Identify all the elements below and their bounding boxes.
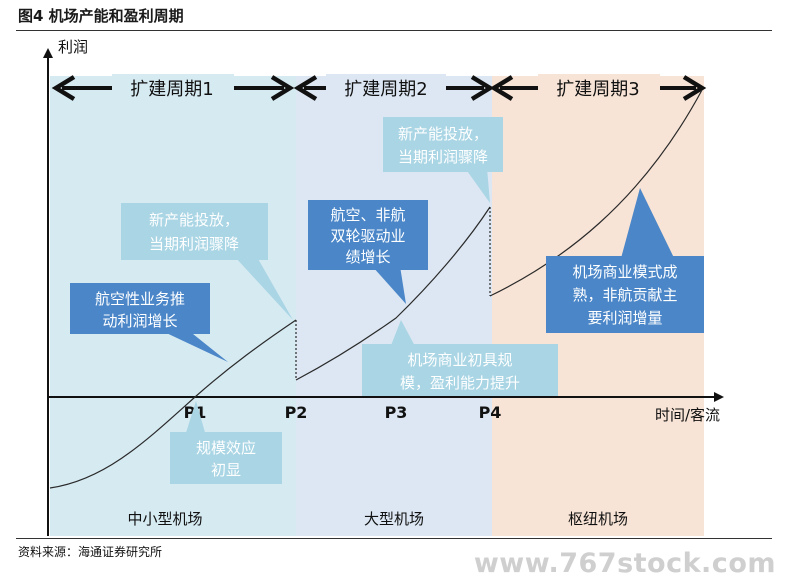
callout-new-capacity-1: 新产能投放， 当期利润骤降	[121, 203, 293, 320]
tick-p4: P4	[479, 403, 502, 422]
callout-mature-model: 机场商业模式成 熟，非航贡献主 要利润增量	[546, 188, 704, 333]
profit-curve	[49, 89, 703, 489]
callout-commercial-model: 机场商业初具规 模，盈利能力提升	[362, 320, 558, 396]
svg-text:机场商业模式成: 机场商业模式成	[572, 263, 677, 281]
curve-segment-1	[49, 319, 297, 489]
top-rule	[16, 30, 772, 31]
svg-text:动利润增长: 动利润增长	[102, 312, 177, 330]
curve-segment-2	[295, 206, 491, 381]
svg-text:机场商业初具规: 机场商业初具规	[407, 351, 512, 369]
callout-scale-effect: 规模效应 初显	[170, 401, 282, 484]
svg-text:初显: 初显	[211, 461, 241, 479]
svg-text:当期利润骤降: 当期利润骤降	[398, 148, 488, 166]
svg-text:规模效应: 规模效应	[196, 439, 256, 457]
zone-label-2: 大型机场	[364, 510, 424, 528]
svg-text:绩增长: 绩增长	[345, 248, 390, 266]
svg-text:熟，非航贡献主: 熟，非航贡献主	[572, 286, 677, 304]
svg-text:新产能投放，: 新产能投放，	[398, 125, 488, 143]
svg-text:新产能投放，: 新产能投放，	[149, 211, 239, 229]
x-axis-label: 时间/客流	[655, 406, 720, 424]
figure-title: 图4 机场产能和盈利周期	[18, 7, 184, 25]
zone-label-3: 枢纽机场	[568, 510, 628, 528]
callout-aviation-growth: 航空性业务推 动利润增长	[70, 283, 228, 362]
period-label-1: 扩建周期1	[130, 79, 213, 100]
curve-segment-3	[489, 89, 703, 297]
period-label-3: 扩建周期3	[556, 79, 639, 100]
tick-p2: P2	[285, 403, 308, 422]
period-arrow-3	[489, 74, 707, 102]
svg-text:模，盈利能力提升: 模，盈利能力提升	[400, 374, 520, 392]
period-label-2: 扩建周期2	[344, 79, 427, 100]
period-arrow-2	[293, 74, 495, 102]
svg-text:航空、非航: 航空、非航	[330, 206, 405, 224]
svg-text:双轮驱动业: 双轮驱动业	[330, 227, 405, 245]
svg-text:要利润增量: 要利润增量	[587, 309, 662, 327]
watermark: www.767stock.com	[473, 548, 776, 579]
y-axis-label: 利润	[58, 38, 88, 56]
period-arrow-1	[51, 74, 295, 102]
callout-new-capacity-2: 新产能投放， 当期利润骤降	[383, 117, 503, 203]
source-note: 资料来源：海通证券研究所	[18, 545, 163, 559]
svg-text:航空性业务推: 航空性业务推	[95, 290, 185, 308]
zone-label-1: 中小型机场	[127, 510, 202, 528]
callout-dual-drive: 航空、非航 双轮驱动业 绩增长	[308, 200, 428, 304]
tick-p3: P3	[385, 403, 408, 422]
bottom-rule	[16, 538, 772, 539]
svg-text:当期利润骤降: 当期利润骤降	[149, 235, 239, 253]
